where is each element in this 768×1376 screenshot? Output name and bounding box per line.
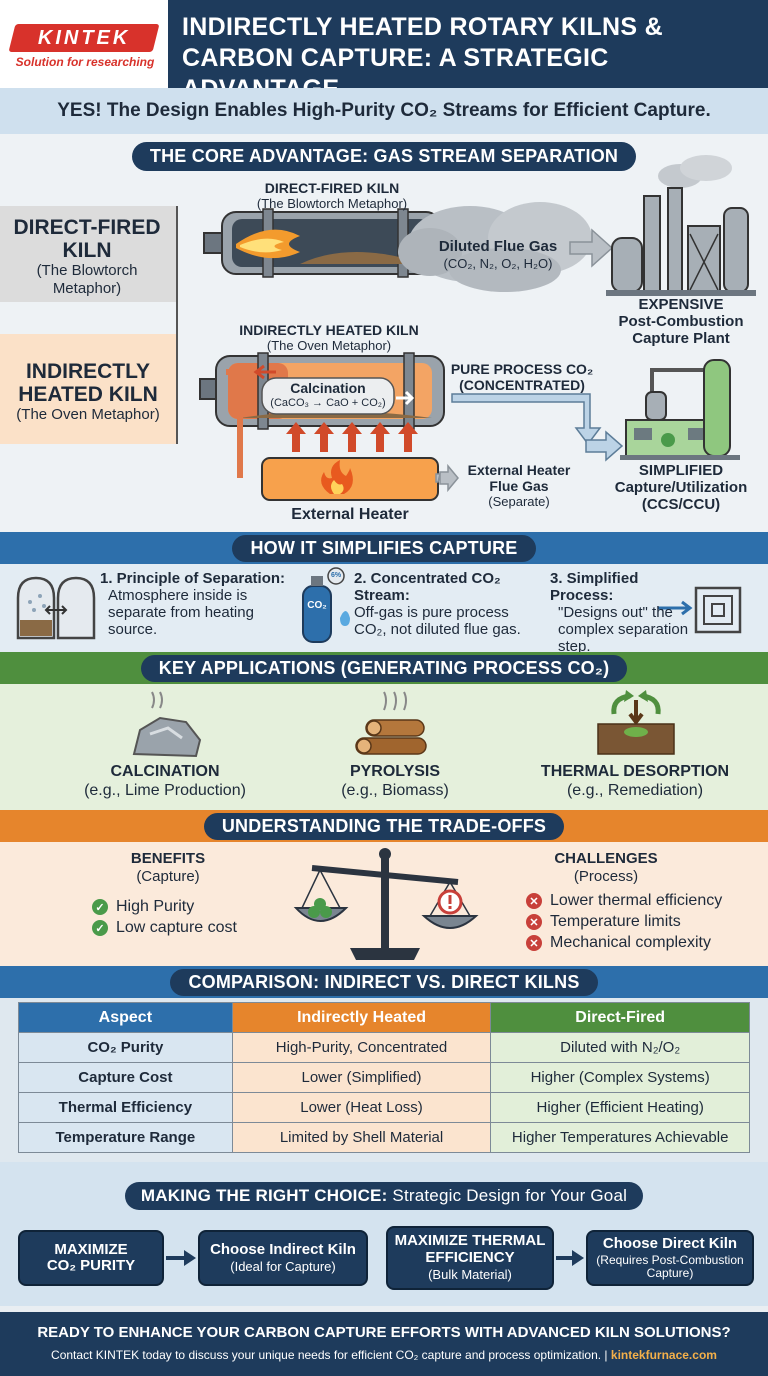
comparison-title: COMPARISON: INDIRECT VS. DIRECT KILNS bbox=[170, 968, 598, 996]
yes-banner: YES! The Design Enables High-Purity CO₂ … bbox=[0, 88, 768, 134]
goal-efficiency-box: MAXIMIZE THERMAL EFFICIENCY (Bulk Materi… bbox=[386, 1226, 554, 1290]
co2-cylinder-label: CO₂ bbox=[307, 600, 327, 611]
core-title-row: THE CORE ADVANTAGE: GAS STREAM SEPARATIO… bbox=[0, 141, 768, 171]
heater-loop-arrow bbox=[226, 369, 243, 478]
challenge-item: ✕Lower thermal efficiency bbox=[526, 892, 722, 910]
side-divider bbox=[176, 206, 178, 444]
logo-tagline: Solution for researching bbox=[15, 55, 155, 69]
comparison-table: Aspect Indirectly Heated Direct-Fired CO… bbox=[18, 1002, 750, 1153]
separation-chambers-icon bbox=[16, 576, 96, 640]
choice-title-row: MAKING THE RIGHT CHOICE: Strategic Desig… bbox=[0, 1180, 768, 1212]
core-diagram bbox=[199, 155, 756, 501]
calcination-label: Calcination (CaCO₃ → CaO + CO₂) bbox=[270, 380, 386, 410]
simplify-item-1: 1. Principle of Separation: Atmosphere i… bbox=[100, 570, 286, 638]
applications-title: KEY APPLICATIONS (GENERATING PROCESS CO₂… bbox=[140, 654, 628, 682]
pure-co2-arrow bbox=[451, 393, 602, 446]
co2-cylinder-icon bbox=[302, 567, 350, 643]
external-flue-arrow bbox=[435, 463, 459, 493]
biomass-logs-icon bbox=[355, 691, 427, 755]
external-flue-label: External Heater Flue Gas (Separate) bbox=[467, 462, 571, 509]
choice-arrow-2 bbox=[556, 1250, 584, 1266]
pure-co2-label: PURE PROCESS CO₂ (CONCENTRATED) bbox=[450, 361, 594, 393]
indirect-side-panel bbox=[0, 334, 176, 444]
app-thermal-desorption: THERMAL DESORPTION (e.g., Remediation) bbox=[540, 763, 730, 799]
simplify-icons bbox=[16, 567, 742, 643]
challenges-list: ✕Lower thermal efficiency ✕Temperature l… bbox=[526, 889, 722, 955]
goal-purity-box: MAXIMIZE CO₂ PURITY bbox=[18, 1230, 164, 1286]
choice-arrow-1 bbox=[166, 1250, 196, 1266]
indirect-kiln-label: INDIRECTLY HEATED KILN (The Oven Metapho… bbox=[239, 322, 419, 353]
result-indirect-box: Choose Indirect Kiln (Ideal for Capture) bbox=[198, 1230, 368, 1286]
benefits-list: ✓High Purity ✓Low capture cost bbox=[92, 895, 237, 940]
website-link[interactable]: kintekfurnace.com bbox=[610, 1348, 717, 1362]
app-calcination: CALCINATION (e.g., Lime Production) bbox=[84, 763, 246, 799]
expensive-plant-label: EXPENSIVE Post-Combustion Capture Plant bbox=[618, 296, 744, 347]
check-icon: ✓ bbox=[92, 899, 108, 915]
limestone-icon bbox=[132, 691, 202, 758]
burner-flame-icon bbox=[236, 229, 300, 259]
x-icon: ✕ bbox=[526, 914, 542, 930]
tradeoffs-title: UNDERSTANDING THE TRADE-OFFS bbox=[203, 812, 565, 840]
choice-title: MAKING THE RIGHT CHOICE: Strategic Desig… bbox=[124, 1182, 644, 1210]
page-title: INDIRECTLY HEATED ROTARY KILNS & CARBON … bbox=[182, 12, 762, 105]
simplified-capture-plant-icon bbox=[620, 359, 740, 460]
capture-plant-icon bbox=[606, 155, 756, 296]
challenge-item: ✕Temperature limits bbox=[526, 913, 722, 931]
check-icon: ✓ bbox=[92, 920, 108, 936]
table-row: Thermal Efficiency Lower (Heat Loss) Hig… bbox=[18, 1092, 750, 1123]
footer-bar bbox=[0, 1312, 768, 1376]
co2-gauge-label: 6% bbox=[330, 572, 342, 579]
app-pyrolysis: PYROLYSIS (e.g., Biomass) bbox=[341, 763, 449, 799]
page-title-line1: INDIRECTLY HEATED ROTARY KILNS & bbox=[182, 13, 663, 41]
header-aspect: Aspect bbox=[18, 1002, 233, 1033]
result-direct-box: Choose Direct Kiln (Requires Post-Combus… bbox=[586, 1230, 754, 1286]
simplify-item-3: 3. Simplified Process: "Designs out" the… bbox=[550, 570, 689, 655]
comparison-title-band: COMPARISON: INDIRECT VS. DIRECT KILNS bbox=[0, 966, 768, 998]
table-row: Capture Cost Lower (Simplified) Higher (… bbox=[18, 1062, 750, 1093]
applications-title-band: KEY APPLICATIONS (GENERATING PROCESS CO₂… bbox=[0, 652, 768, 684]
table-row: CO₂ Purity High-Purity, Concentrated Dil… bbox=[18, 1032, 750, 1063]
direct-side-panel bbox=[0, 206, 176, 302]
header-indirect: Indirectly Heated bbox=[231, 1002, 492, 1033]
flue-gas-cloud-icon bbox=[398, 202, 592, 292]
flue-gas-label: Diluted Flue Gas (CO₂, N₂, O₂, H₂O) bbox=[438, 238, 558, 271]
simplify-title-band: HOW IT SIMPLIFIES CAPTURE bbox=[0, 532, 768, 564]
applications-icons bbox=[132, 690, 675, 758]
footer-headline: READY TO ENHANCE YOUR CARBON CAPTURE EFF… bbox=[37, 1324, 731, 1341]
direct-side-label: DIRECT-FIRED KILN (The Blowtorch Metapho… bbox=[13, 216, 161, 297]
simplify-item-2: 2. Concentrated CO₂ Stream: Off-gas is p… bbox=[354, 570, 521, 638]
benefit-item: ✓High Purity bbox=[92, 898, 237, 916]
pure-co2-feed-arrow bbox=[585, 430, 624, 462]
balance-scale-icon bbox=[293, 848, 479, 960]
flue-arrow bbox=[569, 228, 614, 268]
soil-desorption-icon bbox=[597, 690, 675, 755]
simplified-plant-label: SIMPLIFIED Capture/Utilization (CCS/CCU) bbox=[614, 462, 748, 513]
header-direct: Direct-Fired bbox=[490, 1002, 750, 1033]
table-row: Temperature Range Limited by Shell Mater… bbox=[18, 1122, 750, 1153]
indirect-side-label: INDIRECTLY HEATED KILN (The Oven Metapho… bbox=[16, 360, 160, 423]
direct-kiln-label: DIRECT-FIRED KILN (The Blowtorch Metapho… bbox=[256, 180, 408, 211]
challenge-item: ✕Mechanical complexity bbox=[526, 934, 722, 952]
table-header-row: Aspect Indirectly Heated Direct-Fired bbox=[18, 1002, 750, 1033]
benefits-heading: BENEFITS (Capture) bbox=[130, 850, 206, 885]
footer-contact: Contact KINTEK today to discuss your uni… bbox=[51, 1348, 717, 1362]
simplify-section-bg bbox=[0, 564, 768, 652]
external-heater-label: External Heater bbox=[291, 506, 409, 523]
x-icon: ✕ bbox=[526, 893, 542, 909]
challenges-heading: CHALLENGES (Process) bbox=[554, 850, 658, 885]
x-icon: ✕ bbox=[526, 935, 542, 951]
benefit-item: ✓Low capture cost bbox=[92, 919, 237, 937]
heater-flame-icon bbox=[321, 460, 353, 494]
indirect-kiln-drum bbox=[199, 352, 445, 430]
heat-up-arrows bbox=[286, 422, 418, 452]
core-title: THE CORE ADVANTAGE: GAS STREAM SEPARATIO… bbox=[131, 141, 637, 171]
maze-icon bbox=[658, 586, 742, 634]
simplify-title: HOW IT SIMPLIFIES CAPTURE bbox=[232, 534, 536, 562]
tradeoffs-title-band: UNDERSTANDING THE TRADE-OFFS bbox=[0, 810, 768, 842]
